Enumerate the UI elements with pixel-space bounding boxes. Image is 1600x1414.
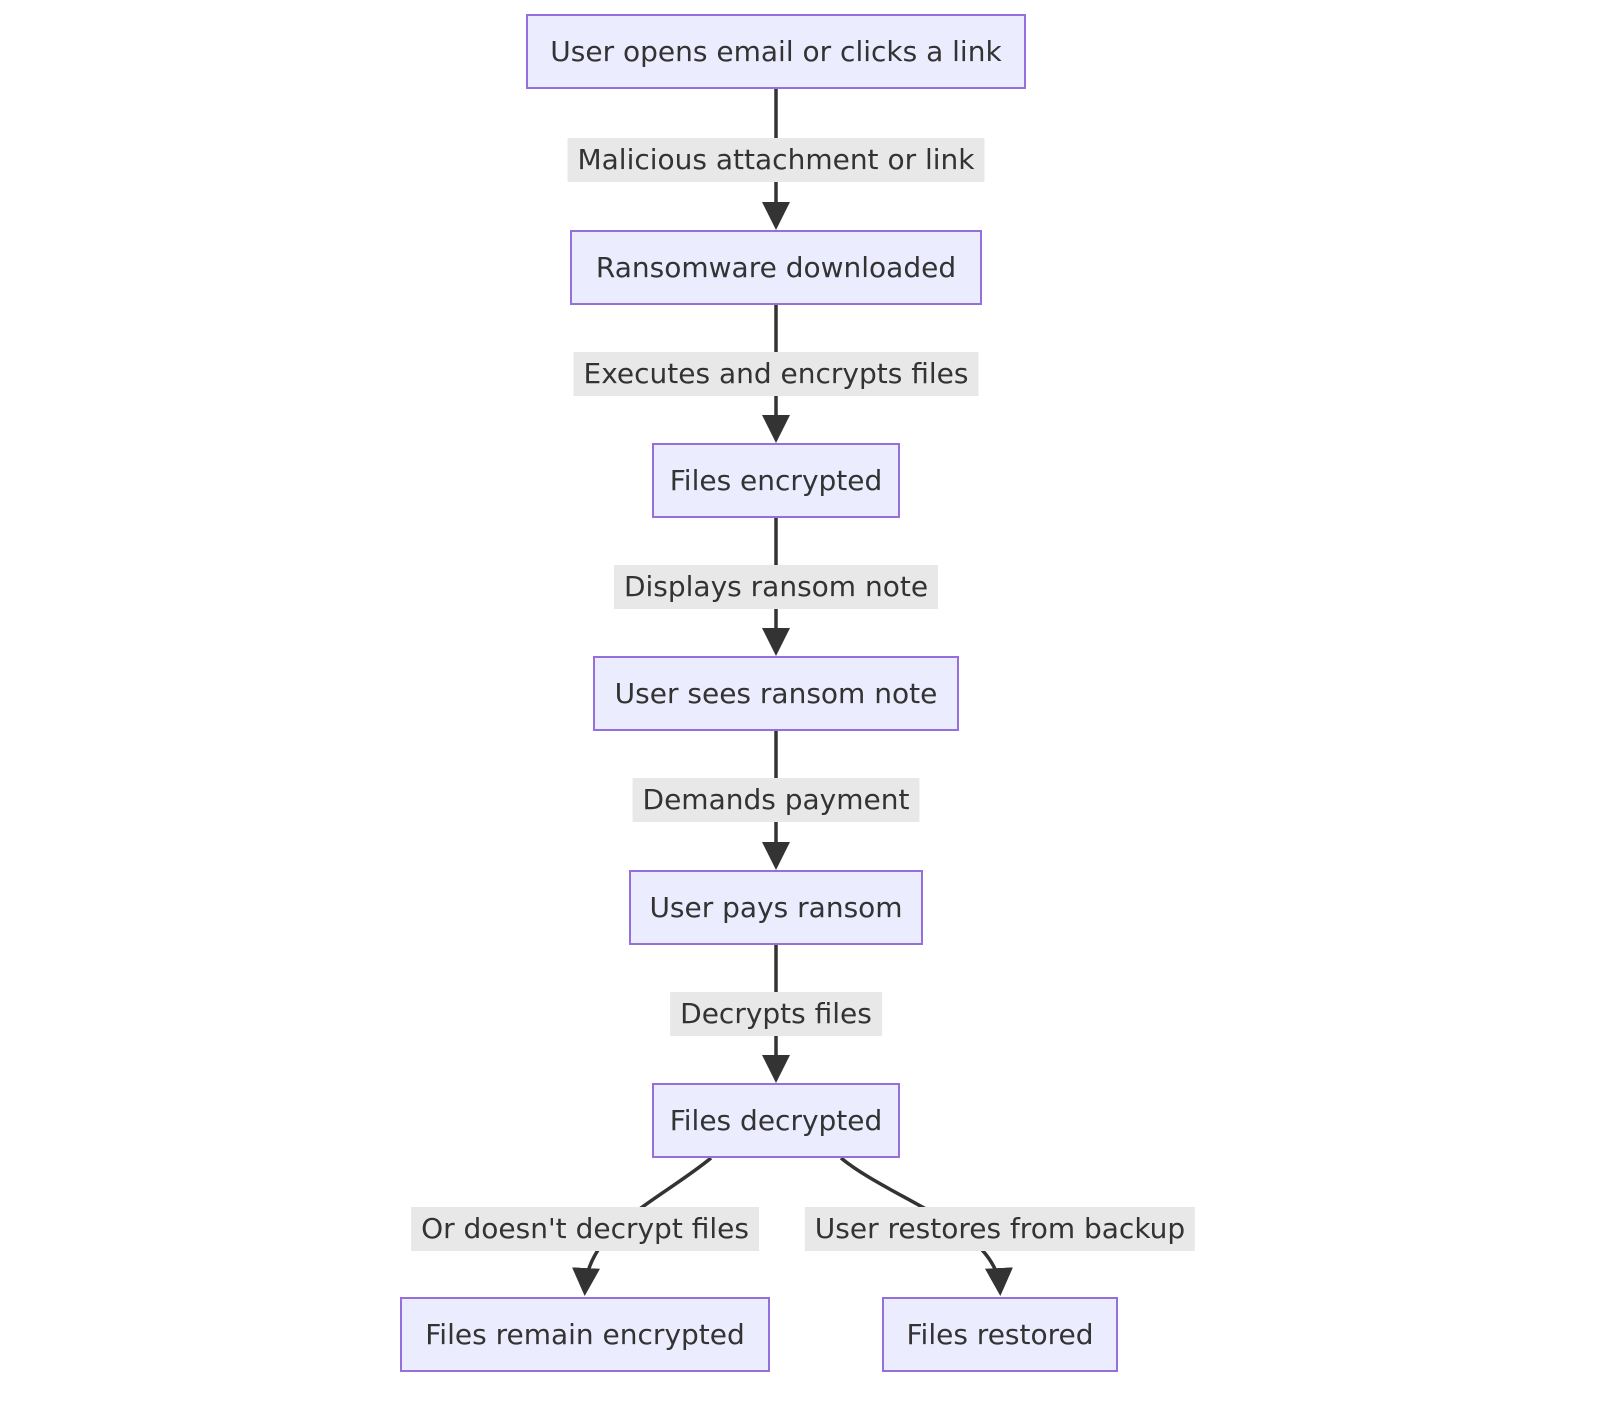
- node-user-opens-email: User opens email or clicks a link: [526, 14, 1026, 89]
- edge-label-executes-encrypts: Executes and encrypts files: [573, 352, 979, 396]
- edge-label-restores-from-backup: User restores from backup: [804, 1207, 1196, 1251]
- node-files-encrypted: Files encrypted: [652, 443, 900, 518]
- node-ransomware-downloaded: Ransomware downloaded: [570, 230, 982, 305]
- edge-label-doesnt-decrypt: Or doesn't decrypt files: [411, 1207, 759, 1251]
- node-user-pays-ransom: User pays ransom: [629, 870, 923, 945]
- node-files-decrypted: Files decrypted: [652, 1083, 900, 1158]
- edge-label-demands-payment: Demands payment: [632, 778, 920, 822]
- node-files-restored: Files restored: [882, 1297, 1118, 1372]
- node-user-sees-ransom-note: User sees ransom note: [593, 656, 959, 731]
- edge-label-decrypts-files: Decrypts files: [670, 992, 882, 1036]
- node-files-remain-encrypted: Files remain encrypted: [400, 1297, 770, 1372]
- edge-label-malicious-attachment: Malicious attachment or link: [567, 138, 985, 182]
- edge-label-displays-ransom-note: Displays ransom note: [613, 565, 939, 609]
